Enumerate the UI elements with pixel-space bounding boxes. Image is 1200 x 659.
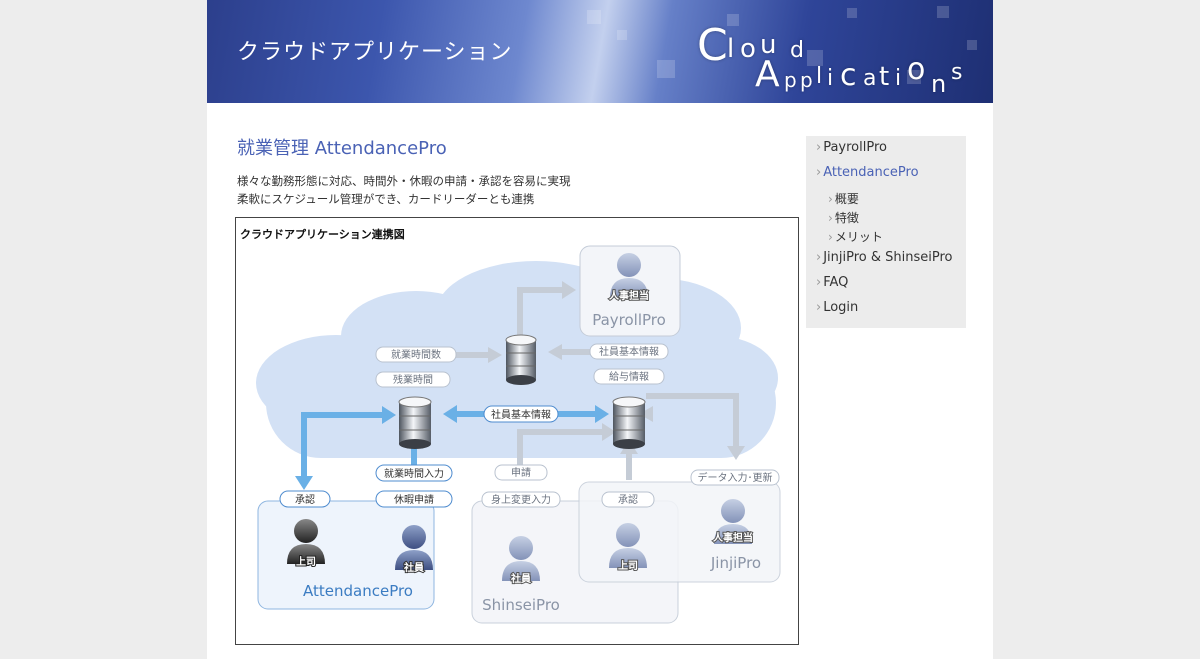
svg-text:人事担当: 人事担当 bbox=[713, 531, 753, 544]
label-employee-info-top: 社員基本情報 bbox=[599, 345, 659, 358]
label-approval-left: 承認 bbox=[295, 493, 315, 506]
label-approval-right: 承認 bbox=[618, 493, 638, 506]
person-icon-boss-shinsei: 上司 bbox=[609, 523, 647, 573]
person-icon-employee-shinsei: 社員 bbox=[502, 536, 540, 586]
svg-text:上司: 上司 bbox=[296, 555, 316, 568]
label-employee-info-mid: 社員基本情報 bbox=[491, 408, 551, 421]
sidebar-item-attendancepro[interactable]: ›AttendancePro bbox=[816, 165, 919, 180]
chevron-right-icon: › bbox=[816, 300, 822, 315]
app-name-jinji: JinjiPro bbox=[710, 554, 761, 572]
chevron-right-icon: › bbox=[828, 192, 833, 206]
chevron-right-icon: › bbox=[828, 211, 833, 225]
diagram-title: クラウドアプリケーション連携図 bbox=[240, 228, 405, 241]
gray-arrows bbox=[456, 287, 739, 480]
chevron-right-icon: › bbox=[816, 250, 822, 265]
person-icon-employee-attendance: 社員 bbox=[395, 525, 433, 575]
svg-text:上司: 上司 bbox=[618, 559, 638, 572]
integration-diagram: クラウドアプリケーション連携図 bbox=[235, 217, 799, 645]
sidebar-item-merits[interactable]: ›メリット bbox=[828, 230, 883, 244]
label-pills: 就業時間数 残業時間 社員基本情報 給与情報 社員基本情報 就業時間入力 承認 … bbox=[279, 343, 780, 508]
database-icon-left bbox=[398, 396, 432, 449]
chevron-right-icon: › bbox=[816, 165, 822, 180]
sidebar-item-overview[interactable]: ›概要 bbox=[828, 192, 859, 206]
label-application: 申請 bbox=[511, 466, 531, 479]
label-work-hours-count: 就業時間数 bbox=[391, 348, 441, 361]
page-content: クラウドアプリケーション C l o u d A p p l i c a t i… bbox=[207, 0, 993, 659]
label-personal-change: 身上変更入力 bbox=[491, 493, 551, 506]
label-salary-info: 給与情報 bbox=[609, 370, 649, 383]
page-heading: 就業管理 AttendancePro bbox=[237, 138, 447, 159]
app-name-shinsei: ShinseiPro bbox=[482, 596, 560, 614]
person-icon-hr-payroll: 人事担当 bbox=[608, 253, 650, 303]
svg-text:社員: 社員 bbox=[403, 561, 424, 574]
sidebar-item-faq[interactable]: ›FAQ bbox=[816, 275, 849, 290]
sidebar-item-features[interactable]: ›特徴 bbox=[828, 211, 859, 225]
app-name-payroll: PayrollPro bbox=[592, 311, 666, 329]
description-line-1: 様々な勤務形態に対応、時間外・休暇の申請・承認を容易に実現 bbox=[237, 174, 571, 188]
chevron-right-icon: › bbox=[816, 140, 822, 155]
database-icon-right bbox=[612, 396, 646, 449]
database-icon-top bbox=[505, 334, 537, 385]
description-line-2: 柔軟にスケジュール管理ができ、カードリーダーとも連携 bbox=[237, 192, 535, 206]
app-name-attendance: AttendancePro bbox=[303, 582, 413, 600]
chevron-right-icon: › bbox=[828, 230, 833, 244]
label-leave-request: 休暇申請 bbox=[394, 493, 434, 506]
banner-title: クラウドアプリケーション bbox=[237, 40, 513, 65]
person-icon-hr-jinji: 人事担当 bbox=[712, 499, 754, 545]
sidebar-nav: ›PayrollPro ›AttendancePro ›概要 ›特徴 ›メリット… bbox=[806, 136, 966, 328]
chevron-right-icon: › bbox=[816, 275, 822, 290]
svg-text:社員: 社員 bbox=[510, 572, 531, 585]
label-overtime: 残業時間 bbox=[393, 373, 433, 386]
svg-text:人事担当: 人事担当 bbox=[609, 289, 649, 302]
header-banner: クラウドアプリケーション C l o u d A p p l i c a t i… bbox=[207, 0, 993, 103]
person-icon-boss-attendance: 上司 bbox=[287, 519, 325, 569]
sidebar-item-payrollpro[interactable]: ›PayrollPro bbox=[816, 140, 887, 155]
label-data-entry: データ入力･更新 bbox=[698, 471, 773, 484]
sidebar-item-jinjipro-shinseipro[interactable]: ›JinjiPro & ShinseiPro bbox=[816, 250, 953, 265]
sidebar-item-login[interactable]: ›Login bbox=[816, 300, 859, 315]
label-work-hours-input: 就業時間入力 bbox=[384, 467, 444, 480]
